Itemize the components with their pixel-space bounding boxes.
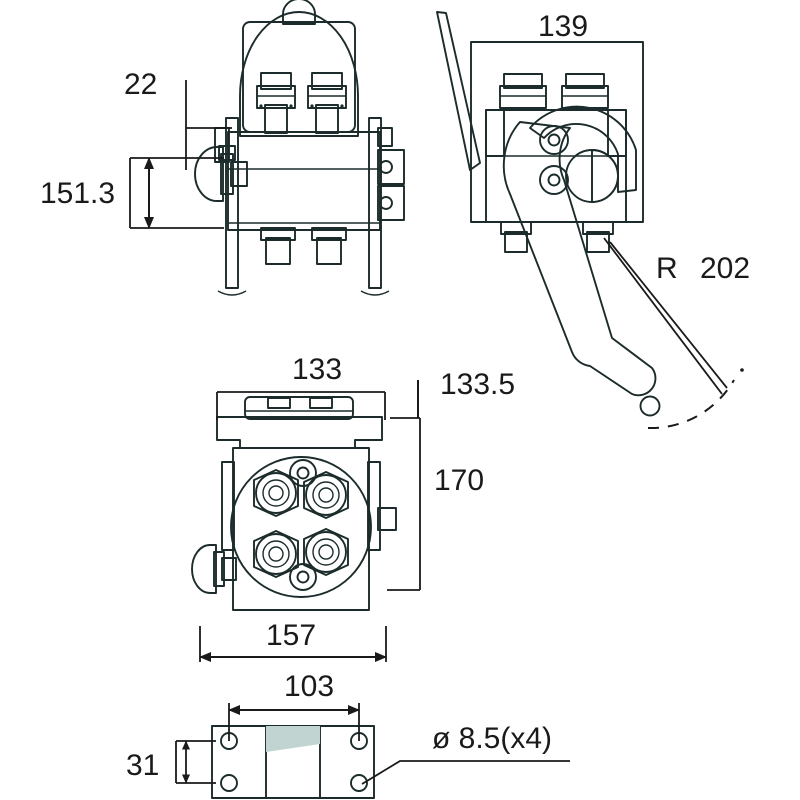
front-body-block	[221, 447, 397, 611]
dim-133-5-label: 133.5	[440, 368, 515, 401]
dim-139-label: 139	[538, 10, 588, 43]
center-ports	[289, 459, 317, 591]
dim-dia-8-5-label: ø 8.5(x4)	[432, 722, 552, 755]
dim-r202-value: 202	[700, 252, 750, 285]
circular-face	[230, 456, 372, 598]
front-elevation-view: 133 133.5 170 157	[191, 353, 515, 662]
dim-151-3: 151.3	[40, 157, 224, 229]
dim-170-label: 170	[434, 464, 484, 497]
top-bolt-fittings	[256, 72, 347, 134]
port-fittings	[253, 469, 349, 578]
dim-103: 103	[228, 670, 360, 741]
front-left-knob	[191, 544, 237, 594]
right-mounting-bracket	[377, 127, 405, 221]
dim-133-label: 133	[292, 353, 342, 386]
left-knob	[194, 146, 248, 202]
dim-31: 31	[126, 740, 216, 784]
dim-157-label: 157	[266, 619, 316, 652]
bottom-bolt-fittings	[260, 227, 347, 265]
dim-133: 133	[216, 353, 386, 420]
lever-bottom-bolts	[500, 221, 614, 253]
lever-view: R 202 139	[436, 10, 750, 430]
lever-top-bolts	[499, 73, 609, 109]
pivot-shaft	[565, 149, 619, 203]
lever-blade	[436, 11, 481, 171]
lever-arm	[502, 121, 661, 417]
dim-151-3-label: 151.3	[40, 177, 115, 210]
dim-r-symbol: R	[656, 252, 678, 285]
dim-31-label: 31	[126, 749, 159, 782]
valve-body-block	[227, 131, 381, 231]
dim-157: 157	[199, 619, 387, 662]
base-plate	[211, 725, 375, 799]
dim-r202: R 202	[603, 237, 750, 430]
dome-body	[239, 11, 359, 137]
cam-hook	[529, 105, 637, 193]
dim-103-label: 103	[284, 670, 334, 703]
dim-139: 139	[538, 10, 588, 43]
mounting-base-plan-view: 103 31 ø 8.5(x4)	[126, 670, 570, 799]
dim-22-label: 22	[124, 68, 157, 101]
side-elevation-view: 22 151.3	[40, 0, 405, 296]
dim-22: 22	[124, 68, 232, 170]
mounting-rails	[217, 117, 390, 296]
dim-dia-8-5: ø 8.5(x4)	[361, 722, 570, 785]
dim-133-5: 133.5	[390, 368, 515, 419]
dim-170: 170	[387, 418, 484, 591]
